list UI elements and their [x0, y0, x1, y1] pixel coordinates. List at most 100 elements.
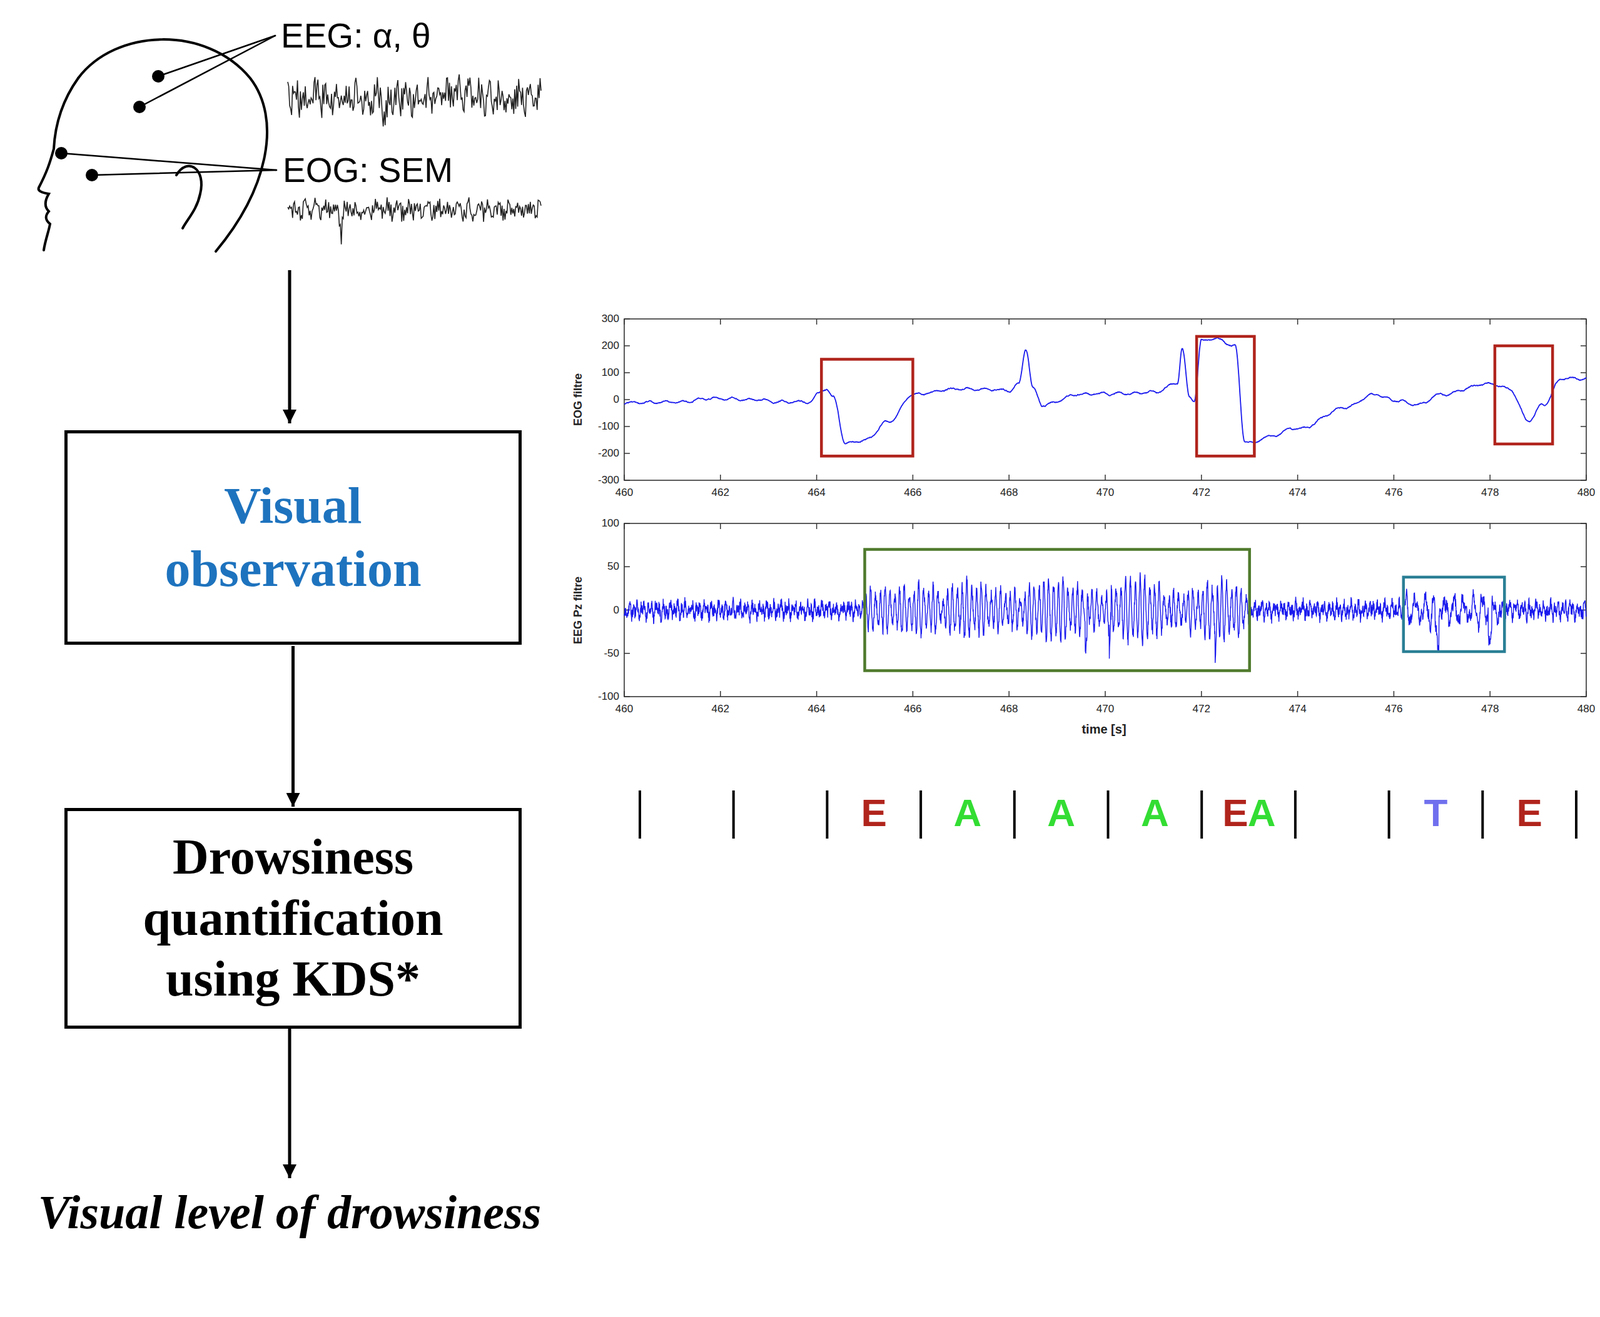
flow-arrow — [288, 1025, 292, 1179]
tick — [624, 452, 630, 455]
tick — [1580, 318, 1587, 320]
axis-tick-label: 100 — [601, 367, 620, 380]
tick — [1585, 691, 1587, 697]
axis-tick-label: 480 — [1577, 703, 1595, 716]
tick — [816, 691, 818, 697]
tick — [624, 653, 630, 655]
tick — [1393, 691, 1395, 697]
axis-tick-label: 464 — [807, 487, 826, 500]
eye-movement-box — [1196, 336, 1255, 456]
flow-arrow — [288, 270, 292, 424]
epoch-separator — [1387, 790, 1391, 839]
axis-tick-label: 476 — [1384, 703, 1403, 716]
tick — [1104, 474, 1106, 481]
tick — [1580, 425, 1587, 428]
axis-tick-label: 50 — [607, 561, 620, 573]
axes-frame — [624, 318, 1587, 481]
electrode-label: EOG: SEM — [282, 151, 453, 190]
electrode-lead — [91, 170, 277, 176]
electrode-dot — [134, 101, 145, 112]
tick — [1580, 696, 1587, 698]
electrode-dot — [56, 148, 67, 159]
eye-movement-box — [1494, 345, 1553, 445]
axes-frame — [624, 523, 1587, 697]
tick — [1393, 523, 1395, 530]
epoch-score-letter: E — [861, 791, 887, 835]
axis-tick-label: 478 — [1481, 703, 1499, 716]
tick — [1580, 522, 1587, 525]
tick — [719, 691, 722, 697]
axis-tick-label: 0 — [613, 604, 620, 617]
eog-mini-trace — [287, 197, 542, 245]
tick — [1200, 474, 1203, 481]
tick — [912, 691, 914, 697]
axis-tick-label: 474 — [1288, 703, 1307, 716]
tick — [1585, 474, 1587, 481]
ear — [176, 166, 202, 229]
tick — [1008, 318, 1010, 325]
tick — [1580, 653, 1587, 655]
axis-title: EEG Pz filtre — [572, 576, 585, 644]
tick — [816, 523, 818, 530]
tick — [816, 318, 818, 325]
axis-tick-label: 478 — [1481, 487, 1499, 500]
axis-tick-label: 476 — [1384, 487, 1403, 500]
tick — [624, 345, 630, 347]
tick — [1104, 318, 1106, 325]
tick — [1008, 474, 1010, 481]
axis-tick-label: -50 — [603, 647, 620, 660]
tick — [624, 372, 630, 374]
axis-tick-label: 466 — [903, 487, 922, 500]
tick — [1580, 399, 1587, 401]
electrode-lead — [158, 35, 276, 77]
tick — [624, 479, 630, 482]
process-box: Drowsiness quantification using KDS* — [64, 808, 522, 1029]
axis-tick-label: 468 — [1000, 487, 1018, 500]
epoch-separator — [732, 790, 735, 839]
tick — [816, 474, 818, 481]
electrode-label: EEG: α, θ — [280, 16, 431, 56]
tick — [623, 691, 625, 697]
axis-tick-label: 474 — [1288, 487, 1307, 500]
tick — [1297, 318, 1299, 325]
tick — [1580, 345, 1587, 347]
tick — [624, 318, 630, 320]
electrode-dot — [153, 71, 164, 82]
axis-tick-label: 462 — [711, 487, 730, 500]
tick — [1580, 372, 1587, 374]
axis-tick-label: -300 — [597, 474, 620, 487]
tick — [912, 318, 914, 325]
axis-tick-label: 466 — [903, 703, 922, 716]
epoch-separator — [1481, 790, 1484, 839]
tick — [1580, 566, 1587, 568]
axis-tick-label: 462 — [711, 703, 730, 716]
axis-title: time [s] — [1081, 722, 1126, 737]
axis-tick-label: -200 — [597, 447, 620, 460]
epoch-score-letter: A — [1047, 791, 1076, 835]
electrode-lead — [61, 153, 277, 171]
electrode-lead — [139, 35, 276, 107]
epoch-separator — [919, 790, 922, 839]
plot-axes — [624, 318, 1587, 481]
epoch-score-letter: A — [953, 791, 983, 835]
tick — [623, 318, 625, 325]
epoch-separator — [1574, 790, 1578, 839]
axis-tick-label: -100 — [597, 420, 620, 433]
axis-title: EOG filtre — [572, 373, 585, 426]
axis-tick-label: 470 — [1096, 703, 1114, 716]
tick — [1104, 523, 1106, 530]
axis-tick-label: 300 — [601, 313, 620, 326]
axis-tick-label: 0 — [613, 394, 620, 406]
tick — [623, 474, 625, 481]
axis-tick-label: 472 — [1192, 487, 1211, 500]
axis-tick-label: 468 — [1000, 703, 1018, 716]
tick — [1489, 318, 1491, 325]
tick — [719, 318, 722, 325]
tick — [1489, 691, 1491, 697]
eog-signal — [624, 337, 1587, 445]
tick — [1489, 523, 1491, 530]
tick — [1200, 691, 1203, 697]
epoch-separator — [638, 790, 642, 839]
tick — [1580, 452, 1587, 455]
epoch-separator — [1294, 790, 1297, 839]
